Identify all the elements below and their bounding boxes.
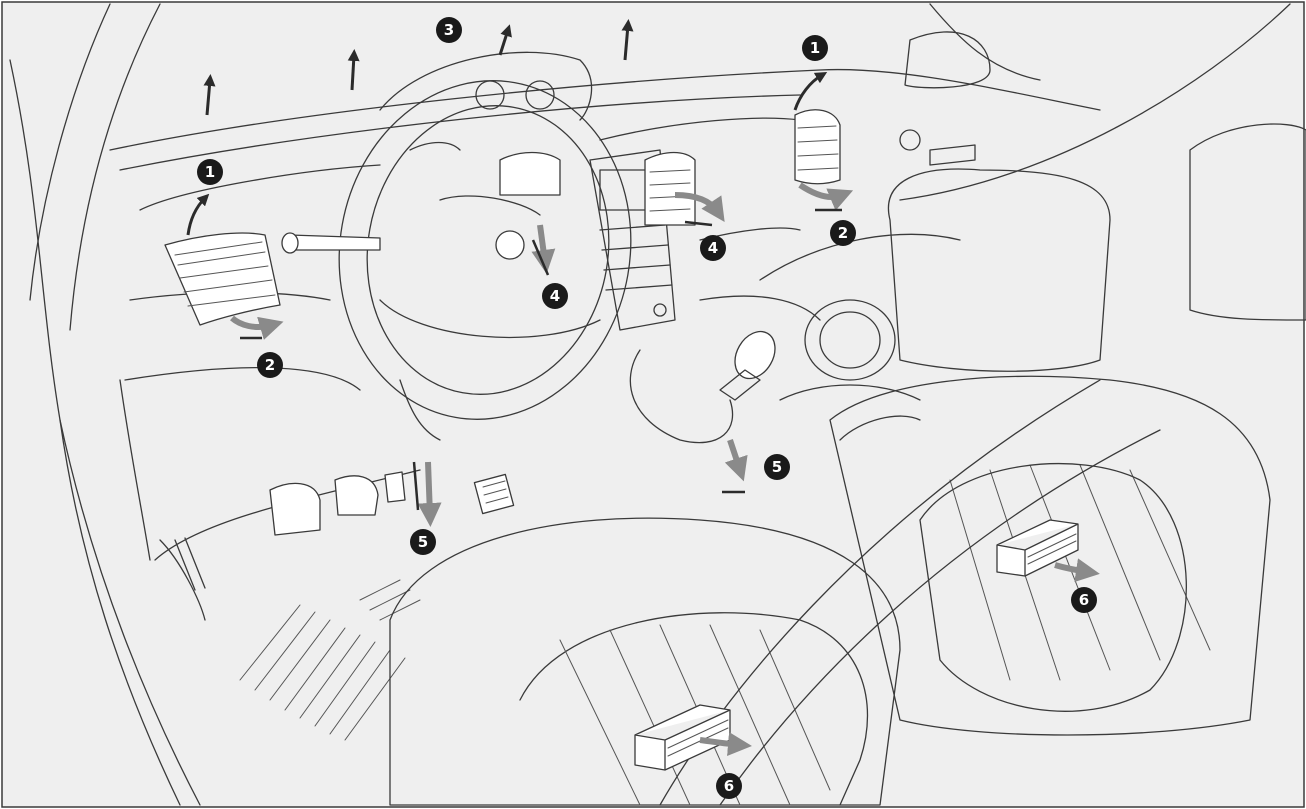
svg-text:5: 5	[772, 458, 782, 476]
rear-floor-arrows	[699, 558, 1100, 756]
center-vent-arrows	[531, 192, 725, 276]
callout-badge-4-right: 4	[700, 235, 726, 261]
callout-badge-6-front: 6	[716, 773, 742, 799]
svg-text:6: 6	[1079, 591, 1089, 609]
dashboard-outline	[109, 68, 1101, 561]
callout-badge-2-right: 2	[830, 220, 856, 246]
instrument-cluster	[379, 51, 593, 151]
left-side-vent	[164, 232, 281, 326]
center-vents	[499, 151, 696, 226]
svg-text:1: 1	[205, 163, 215, 181]
svg-text:1: 1	[810, 39, 820, 57]
svg-text:4: 4	[708, 239, 718, 257]
svg-text:2: 2	[838, 224, 848, 242]
floor-vent-rear	[996, 519, 1079, 577]
pedals	[159, 471, 406, 621]
floor-mat-grille	[239, 473, 515, 741]
right-side-vent	[794, 109, 976, 185]
windscreen-outline	[9, 3, 1291, 806]
callout-badge-5-left: 5	[410, 529, 436, 555]
callout-badge-5-right: 5	[764, 454, 790, 480]
indicator-stalk	[281, 232, 381, 254]
callout-badge-1-left: 1	[197, 159, 223, 185]
callout-badge-4-center: 4	[542, 283, 568, 309]
callout-badge-3: 3	[436, 17, 462, 43]
svg-text:3: 3	[444, 21, 454, 39]
svg-text:5: 5	[418, 533, 428, 551]
callout-badge-6-rear: 6	[1071, 587, 1097, 613]
callout-badge-1-right: 1	[802, 35, 828, 61]
callout-badge-2-left: 2	[257, 352, 283, 378]
svg-text:6: 6	[724, 777, 734, 795]
center-console	[589, 149, 821, 444]
footwell-arrows	[412, 439, 748, 527]
vent-arrows	[186, 71, 854, 340]
steering-wheel	[338, 80, 632, 441]
door-panel	[759, 233, 961, 401]
svg-text:2: 2	[265, 356, 275, 374]
windscreen-arrows	[203, 19, 634, 116]
svg-text:4: 4	[550, 287, 560, 305]
